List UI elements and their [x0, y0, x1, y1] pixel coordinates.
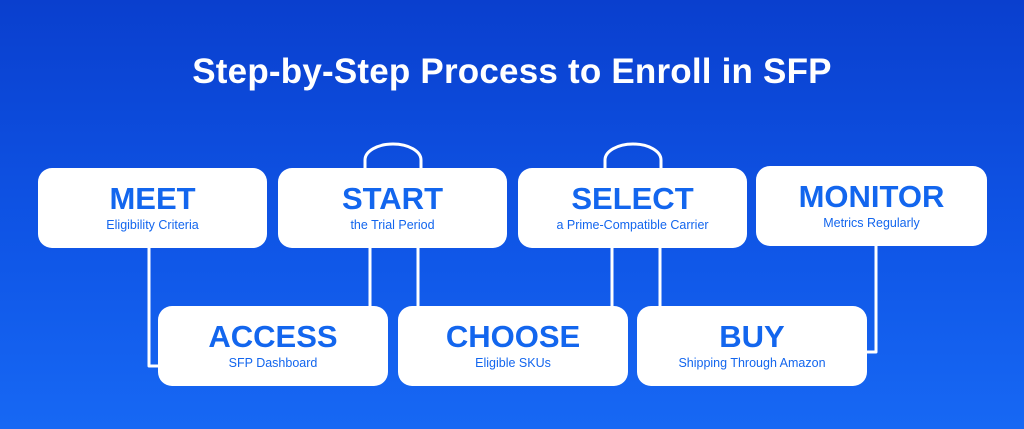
connector-buy-monitor	[864, 243, 878, 354]
connector-start-loop	[363, 142, 423, 170]
step-meet: MEET Eligibility Criteria	[38, 168, 267, 248]
step-buy-heading: BUY	[719, 319, 785, 354]
step-start-heading: START	[341, 181, 444, 216]
step-choose-heading: CHOOSE	[445, 319, 581, 354]
connector-meet-access	[147, 246, 162, 368]
diagram-title: Step-by-Step Process to Enroll in SFP	[192, 52, 832, 91]
step-buy-subtext: Shipping Through Amazon	[678, 356, 826, 370]
step-select-subtext: a Prime-Compatible Carrier	[556, 218, 709, 232]
step-start-subtext: the Trial Period	[350, 218, 435, 232]
step-choose: CHOOSE Eligible SKUs	[398, 306, 628, 386]
step-meet-heading: MEET	[109, 181, 196, 216]
step-buy: BUY Shipping Through Amazon	[637, 306, 867, 386]
step-access-subtext: SFP Dashboard	[228, 356, 318, 370]
step-access-heading: ACCESS	[208, 319, 338, 354]
step-monitor-heading: MONITOR	[798, 179, 945, 214]
step-meet-subtext: Eligibility Criteria	[106, 218, 199, 232]
step-monitor: MONITOR Metrics Regularly	[756, 166, 987, 246]
connector-select-loop	[603, 142, 663, 170]
step-monitor-subtext: Metrics Regularly	[823, 216, 920, 230]
step-select: SELECT a Prime-Compatible Carrier	[518, 168, 747, 248]
step-start: START the Trial Period	[278, 168, 507, 248]
step-choose-subtext: Eligible SKUs	[475, 356, 551, 370]
step-select-heading: SELECT	[571, 181, 694, 216]
step-access: ACCESS SFP Dashboard	[158, 306, 388, 386]
